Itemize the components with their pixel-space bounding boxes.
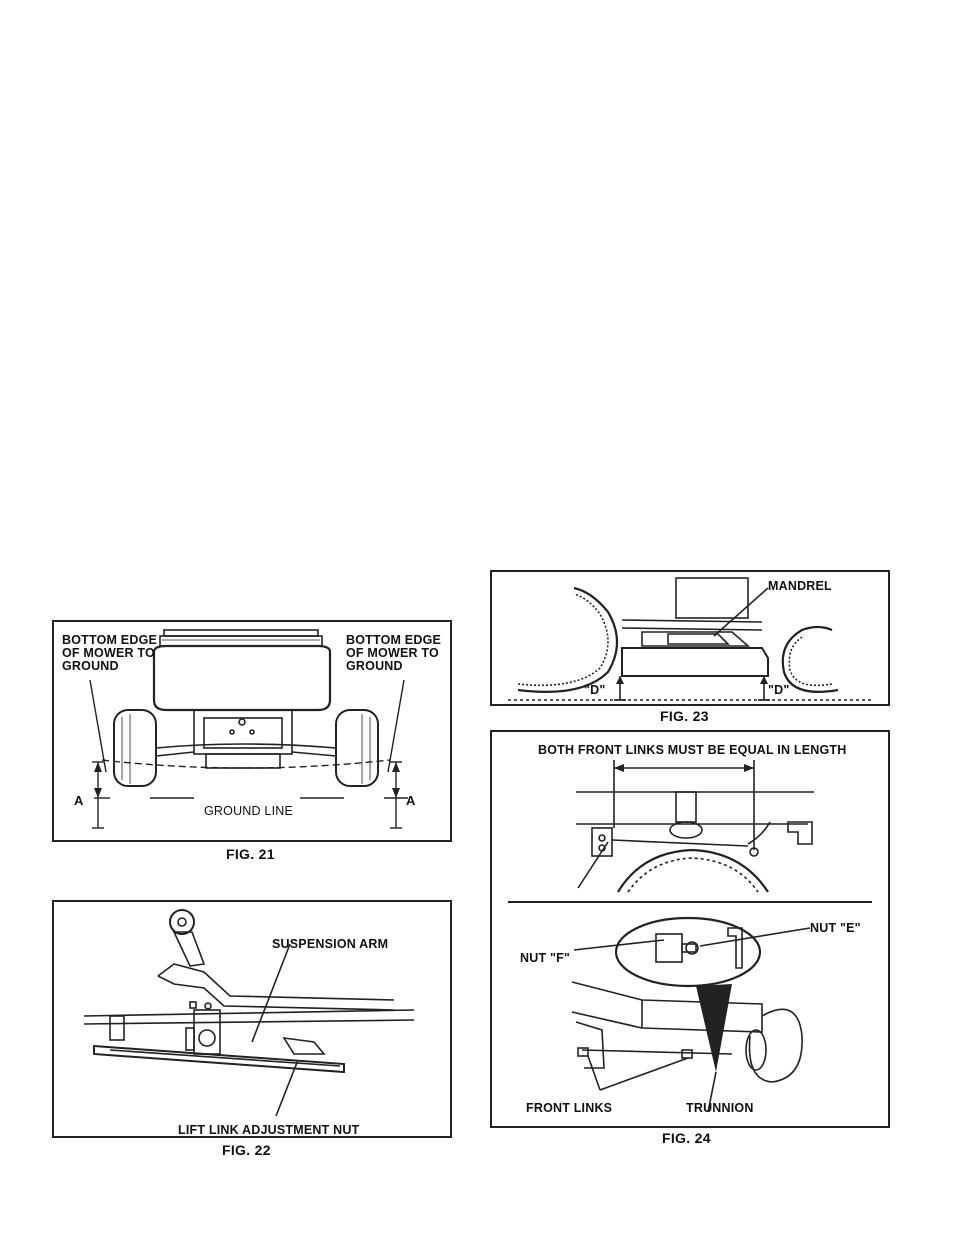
figure-23-caption: FIG. 23 (660, 708, 709, 724)
nut-f-label: NUT "F" (520, 952, 570, 965)
figure-22-panel: SUSPENSION ARM LIFT LINK ADJUSTMENT NUT (52, 900, 452, 1138)
label-line: GROUND (62, 660, 157, 673)
lift-link-adjustment-nut-label: LIFT LINK ADJUSTMENT NUT (178, 1124, 359, 1137)
dimension-d-left: "D" (584, 684, 605, 697)
dimension-a-left: A (74, 794, 84, 807)
figure-24-panel: BOTH FRONT LINKS MUST BE EQUAL IN LENGTH… (490, 730, 890, 1128)
ground-line-label: GROUND LINE (204, 805, 293, 818)
figure-23-panel: MANDREL "D" "D" (490, 570, 890, 706)
bottom-edge-label-right: BOTTOM EDGE OF MOWER TO GROUND (346, 634, 441, 673)
equal-length-note: BOTH FRONT LINKS MUST BE EQUAL IN LENGTH (538, 744, 846, 757)
figure-21-panel: BOTTOM EDGE OF MOWER TO GROUND BOTTOM ED… (52, 620, 452, 842)
dimension-d-right: "D" (768, 684, 789, 697)
figure-21-caption: FIG. 21 (226, 846, 275, 862)
mandrel-label: MANDREL (768, 580, 832, 593)
bottom-edge-label-left: BOTTOM EDGE OF MOWER TO GROUND (62, 634, 157, 673)
figure-24-caption: FIG. 24 (662, 1130, 711, 1146)
figure-22-drawing (54, 902, 450, 1136)
figure-22-caption: FIG. 22 (222, 1142, 271, 1158)
dimension-a-right: A (406, 794, 416, 807)
trunnion-label: TRUNNION (686, 1102, 754, 1115)
suspension-arm-label: SUSPENSION ARM (272, 938, 388, 951)
front-links-label: FRONT LINKS (526, 1102, 612, 1115)
nut-e-label: NUT "E" (810, 922, 861, 935)
label-line: GROUND (346, 660, 441, 673)
